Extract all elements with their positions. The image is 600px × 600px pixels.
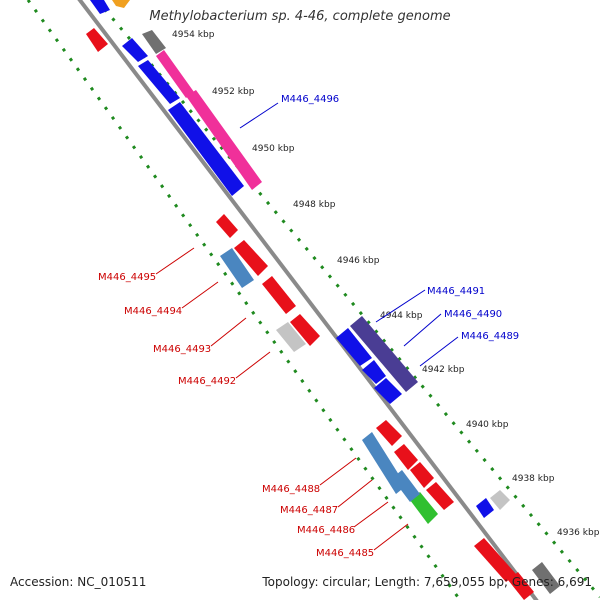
- scale-label: 4952 kbp: [212, 87, 255, 97]
- genome-backbone: [77, 0, 539, 600]
- gene-dark-bottom[interactable]: [532, 562, 560, 594]
- leader-line: [403, 313, 442, 347]
- leader-line: [353, 501, 389, 528]
- gene-red-top[interactable]: [86, 28, 108, 52]
- gene-gray-4492[interactable]: [276, 322, 306, 352]
- gene-dark[interactable]: [142, 30, 166, 54]
- leader-line: [155, 247, 195, 275]
- leader-line: [239, 102, 279, 129]
- gene-red-4494[interactable]: [262, 276, 296, 314]
- gene-blue-b[interactable]: [138, 60, 180, 104]
- gene-blue-4489[interactable]: [374, 378, 402, 404]
- scale-label: 4946 kbp: [337, 256, 380, 266]
- leader-line: [337, 479, 373, 508]
- gene-red-4486[interactable]: [426, 482, 454, 510]
- gene-red-4488b[interactable]: [394, 444, 418, 470]
- leader-line: [210, 317, 247, 347]
- gene-labels: M446_4496 M446_4491 M446_4490 M446_4489 …: [98, 94, 519, 559]
- gene-red-bottom-a[interactable]: [474, 538, 516, 582]
- gene-red-4487[interactable]: [410, 462, 434, 488]
- genome-summary: Topology: circular; Length: 7,659,055 bp…: [262, 575, 592, 589]
- gene-red-4488a[interactable]: [376, 420, 402, 446]
- gene-features: [86, 0, 560, 600]
- gene-pink-a[interactable]: [156, 50, 194, 98]
- gene-label-4488[interactable]: M446_4488: [262, 484, 320, 495]
- genome-title: Methylobacterium sp. 4-46, complete geno…: [149, 9, 451, 24]
- scale-label: 4950 kbp: [252, 144, 295, 154]
- outer-tick-track: [95, 0, 600, 598]
- gene-label-4490[interactable]: M446_4490: [444, 309, 502, 320]
- leader-line: [419, 336, 459, 367]
- gene-label-4492[interactable]: M446_4492: [178, 376, 236, 387]
- gene-indigo-4491[interactable]: [350, 316, 418, 392]
- gene-red-4496b[interactable]: [234, 240, 268, 276]
- gene-steel-4485[interactable]: [392, 470, 420, 502]
- gene-red-4493[interactable]: [290, 314, 320, 346]
- gene-label-4496[interactable]: M446_4496: [281, 94, 339, 105]
- leader-line: [235, 351, 271, 379]
- gene-steel-4495[interactable]: [220, 248, 254, 288]
- gene-blue-top[interactable]: [90, 0, 110, 14]
- gene-label-4494[interactable]: M446_4494: [124, 306, 182, 317]
- gene-green-4486[interactable]: [410, 492, 438, 524]
- accession-text: Accession: NC_010511: [10, 575, 147, 589]
- gene-label-4491[interactable]: M446_4491: [427, 286, 485, 297]
- gene-label-4493[interactable]: M446_4493: [153, 344, 211, 355]
- gene-pink-b[interactable]: [186, 90, 262, 190]
- gene-label-4486[interactable]: M446_4486: [297, 525, 355, 536]
- scale-label: 4948 kbp: [293, 200, 336, 210]
- leader-line: [375, 289, 426, 323]
- gene-gray-small[interactable]: [490, 490, 510, 510]
- gene-label-4485[interactable]: M446_4485: [316, 548, 374, 559]
- gene-blue-c[interactable]: [168, 102, 244, 196]
- gene-label-4495[interactable]: M446_4495: [98, 272, 156, 283]
- gene-label-4489[interactable]: M446_4489: [461, 331, 519, 342]
- gene-orange[interactable]: [112, 0, 130, 8]
- scale-label: 4944 kbp: [380, 311, 423, 321]
- leader-line: [373, 523, 409, 551]
- gene-blue-small[interactable]: [476, 498, 494, 518]
- gene-red-4497[interactable]: [216, 214, 238, 238]
- leader-lines: [155, 102, 459, 551]
- scale-label: 4940 kbp: [466, 420, 509, 430]
- gene-red-bottom-b[interactable]: [508, 572, 534, 600]
- scale-label: 4938 kbp: [512, 474, 555, 484]
- gene-label-4487[interactable]: M446_4487: [280, 505, 338, 516]
- gene-blue-4490b[interactable]: [362, 360, 386, 384]
- scale-label: 4936 kbp: [557, 528, 600, 538]
- scale-labels: 4954 kbp 4952 kbp 4950 kbp 4948 kbp 4946…: [172, 30, 600, 538]
- scale-label: 4954 kbp: [172, 30, 215, 40]
- gene-blue-4490[interactable]: [336, 328, 372, 366]
- leader-line: [181, 281, 219, 309]
- leader-line: [319, 457, 357, 486]
- scale-label: 4942 kbp: [422, 365, 465, 375]
- gene-blue-a[interactable]: [122, 38, 148, 62]
